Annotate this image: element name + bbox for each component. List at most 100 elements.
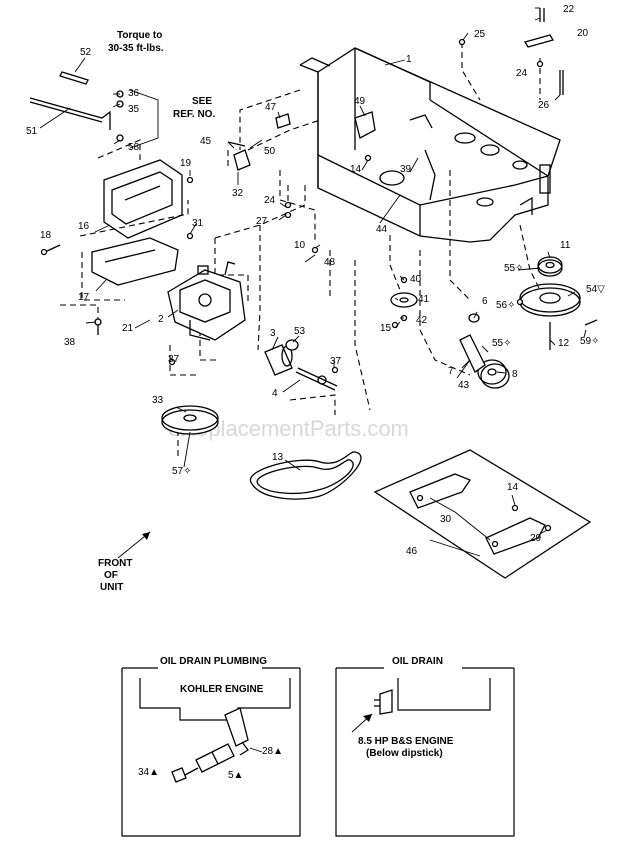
callout-24a: 24 bbox=[264, 195, 276, 206]
inset-right-caption-2: (Below dipstick) bbox=[366, 748, 443, 759]
callout-2: 2 bbox=[158, 314, 164, 325]
callout-30: 30 bbox=[440, 514, 452, 525]
callout-14a: 14 bbox=[350, 164, 362, 175]
plate-part-46 bbox=[373, 449, 592, 579]
callout-55b: 55✧ bbox=[492, 338, 512, 349]
callout-16: 16 bbox=[78, 221, 90, 232]
callout-43: 43 bbox=[458, 380, 470, 391]
callout-58: 58 bbox=[128, 142, 140, 153]
callout-45: 45 bbox=[200, 136, 212, 147]
callout-5: 5▲ bbox=[228, 770, 243, 781]
callout-46: 46 bbox=[406, 546, 418, 557]
callout-24b: 24 bbox=[516, 68, 528, 79]
pin-part-52 bbox=[59, 71, 89, 85]
callout-32: 32 bbox=[232, 188, 244, 199]
inset-right-caption-1: 8.5 HP B&S ENGINE bbox=[358, 736, 454, 747]
bracket-part-16 bbox=[103, 159, 183, 239]
callout-33: 33 bbox=[152, 395, 164, 406]
callout-3: 3 bbox=[270, 328, 276, 339]
part-number-callouts: 1 2 3 4 5▲ 6 7 8 10 11 12 13 14 14 15 16… bbox=[26, 4, 605, 781]
leader-lines bbox=[39, 7, 587, 776]
callout-4: 4 bbox=[272, 388, 278, 399]
callout-7: 7 bbox=[448, 366, 454, 377]
labels: Torque to 30-35 ft-lbs. SEE REF. NO. FRO… bbox=[98, 30, 454, 759]
callout-40: 40 bbox=[410, 274, 422, 285]
callout-27: 27 bbox=[256, 216, 268, 227]
callout-39: 39 bbox=[400, 164, 412, 175]
shaft-part-4 bbox=[295, 367, 338, 391]
inset-oil-drain bbox=[335, 667, 515, 837]
callout-54: 54▽ bbox=[586, 284, 605, 295]
callout-37a: 37 bbox=[168, 354, 180, 365]
pulley-part-41 bbox=[390, 292, 418, 308]
callout-57: 57✧ bbox=[172, 466, 192, 477]
bushing-part-53 bbox=[285, 339, 299, 351]
transmission-part-2 bbox=[167, 261, 246, 341]
callout-8: 8 bbox=[512, 369, 518, 380]
callout-48: 48 bbox=[324, 257, 336, 268]
see-ref-line-1: SEE bbox=[192, 96, 212, 107]
callout-13: 13 bbox=[272, 452, 284, 463]
pulley-part-33 bbox=[161, 405, 219, 435]
callout-21: 21 bbox=[122, 323, 134, 334]
inset-left-title: OIL DRAIN PLUMBING bbox=[160, 656, 267, 667]
callout-55a: 55✧ bbox=[504, 263, 524, 274]
callout-25: 25 bbox=[474, 29, 486, 40]
coupler-part-3 bbox=[264, 344, 293, 376]
callout-14b: 14 bbox=[507, 482, 519, 493]
see-ref-bracket bbox=[129, 89, 159, 149]
callout-11: 11 bbox=[560, 240, 571, 251]
callout-49: 49 bbox=[354, 96, 366, 107]
callout-22: 22 bbox=[563, 4, 575, 15]
callout-51: 51 bbox=[26, 126, 38, 137]
callout-52: 52 bbox=[80, 47, 92, 58]
callout-50: 50 bbox=[264, 146, 276, 157]
bracket-part-17 bbox=[91, 237, 179, 286]
callout-34: 34▲ bbox=[138, 767, 159, 778]
bracket-part-30 bbox=[409, 473, 546, 555]
torque-note-line-2: 30-35 ft-lbs. bbox=[108, 43, 164, 54]
callout-42: 42 bbox=[416, 315, 428, 326]
front-note-line-1: FRONT bbox=[98, 558, 132, 569]
callout-19: 19 bbox=[180, 158, 192, 169]
front-arrow bbox=[117, 531, 151, 559]
pulley-part-54 bbox=[519, 283, 581, 317]
callout-1: 1 bbox=[406, 54, 412, 65]
see-ref-line-2: REF. NO. bbox=[173, 109, 215, 120]
callout-59: 59✧ bbox=[580, 336, 600, 347]
callout-35: 35 bbox=[128, 104, 140, 115]
callout-28: 28▲ bbox=[262, 746, 283, 757]
callout-29: 29 bbox=[530, 533, 542, 544]
callout-17: 17 bbox=[78, 292, 90, 303]
callout-38: 38 bbox=[64, 337, 76, 348]
callout-36: 36 bbox=[128, 88, 140, 99]
callout-47: 47 bbox=[265, 102, 277, 113]
callout-37b: 37 bbox=[330, 356, 342, 367]
callout-44: 44 bbox=[376, 224, 388, 235]
callout-6: 6 bbox=[482, 296, 488, 307]
torque-note-line-1: Torque to bbox=[117, 30, 162, 41]
callout-31: 31 bbox=[192, 218, 204, 229]
front-note-line-3: UNIT bbox=[100, 582, 123, 593]
front-note-line-2: OF bbox=[104, 570, 118, 581]
idler-pulley-part-8 bbox=[477, 359, 510, 389]
callout-15: 15 bbox=[380, 323, 392, 334]
arm-part-7 bbox=[459, 334, 486, 373]
frame-part-1 bbox=[299, 47, 561, 243]
pulley-part-11 bbox=[537, 256, 563, 277]
callout-26: 26 bbox=[538, 100, 550, 111]
callout-12: 12 bbox=[558, 338, 570, 349]
inset-left-subtitle: KOHLER ENGINE bbox=[180, 684, 264, 695]
callout-56: 56✧ bbox=[496, 300, 516, 311]
dashed-guides bbox=[60, 42, 546, 460]
inset-right-title: OIL DRAIN bbox=[392, 656, 443, 667]
callout-41: 41 bbox=[418, 294, 430, 305]
callout-20: 20 bbox=[577, 28, 589, 39]
inset-oil-drain-plumbing bbox=[121, 667, 301, 837]
callout-18: 18 bbox=[40, 230, 52, 241]
callout-53: 53 bbox=[294, 326, 306, 337]
rod-part-51 bbox=[29, 97, 111, 130]
belt-part-13 bbox=[249, 451, 362, 500]
callout-10: 10 bbox=[294, 240, 306, 251]
